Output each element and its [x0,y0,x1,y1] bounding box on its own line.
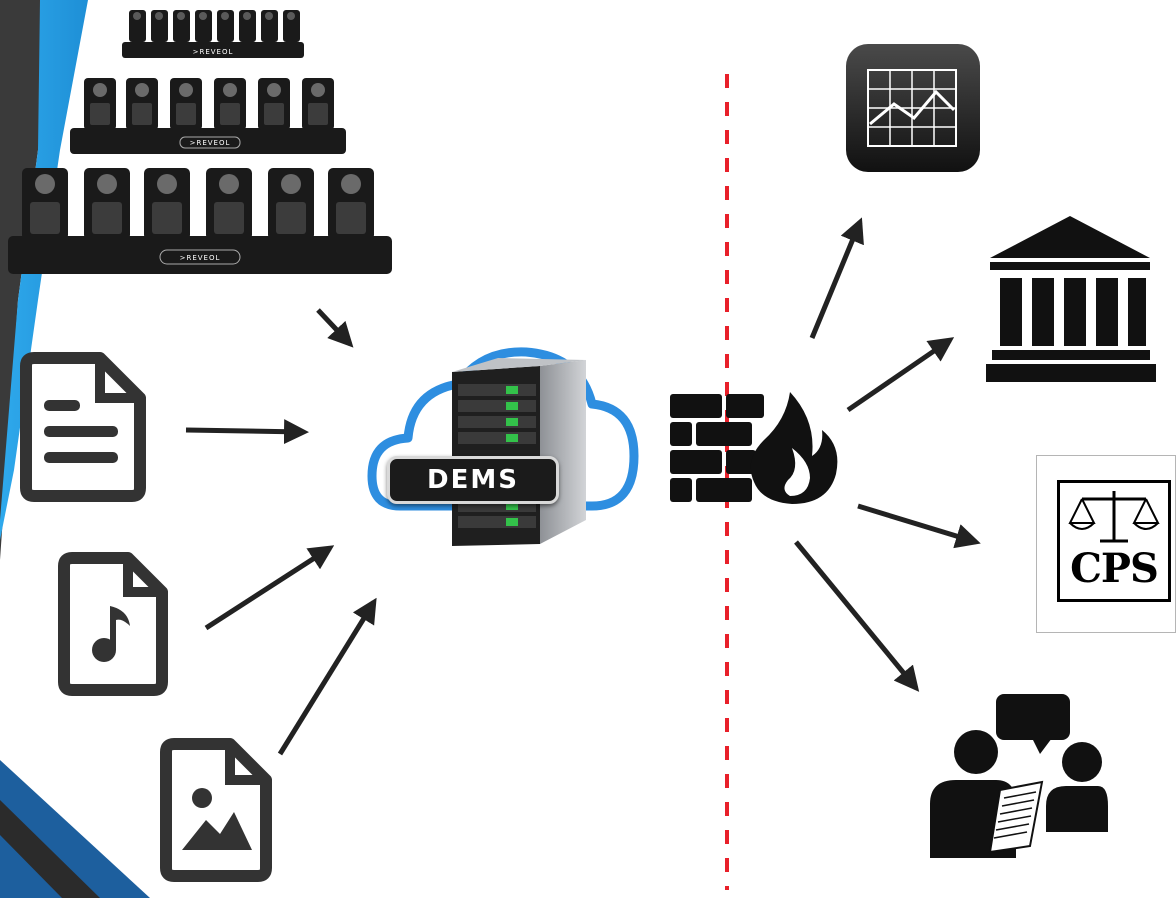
svg-text:>REVEOL: >REVEOL [180,254,221,262]
audio-file-icon [58,552,168,696]
camera-dock-medium: >REVEOL [70,78,346,154]
people-meeting-icon [930,694,1108,858]
input-arrows [185,308,377,756]
arrow-docks-to-dems [316,308,354,348]
server-icon [452,358,586,546]
output-arrows [794,217,981,692]
svg-text:>REVEOL: >REVEOL [190,139,231,147]
scales-of-justice-icon [1068,491,1160,543]
camera-dock-large: >REVEOL [8,168,392,274]
dems-cloud-server [367,347,639,546]
cps-label: CPS [1070,545,1159,592]
camera-dock-small: >REVEOL [122,10,304,58]
arrow-to-people [794,540,920,692]
firewall-icon [670,392,838,504]
arrow-audio-to-dems [204,545,335,631]
arrow-to-court [846,337,955,413]
image-file-icon [160,738,272,882]
paper-document-icon [988,780,1044,854]
dems-label: DEMS [387,456,559,504]
cps-logo-box: CPS [1036,455,1176,633]
chart-app-icon [846,44,980,172]
court-building-icon [986,216,1156,382]
arrow-image-to-dems [277,597,377,756]
arrow-document-to-dems [185,419,309,445]
arrow-to-cps [857,503,981,549]
arrow-to-chart [809,217,864,339]
cps-logo-border: CPS [1057,480,1171,602]
svg-text:>REVEOL: >REVEOL [193,48,234,56]
document-file-icon [20,352,146,502]
